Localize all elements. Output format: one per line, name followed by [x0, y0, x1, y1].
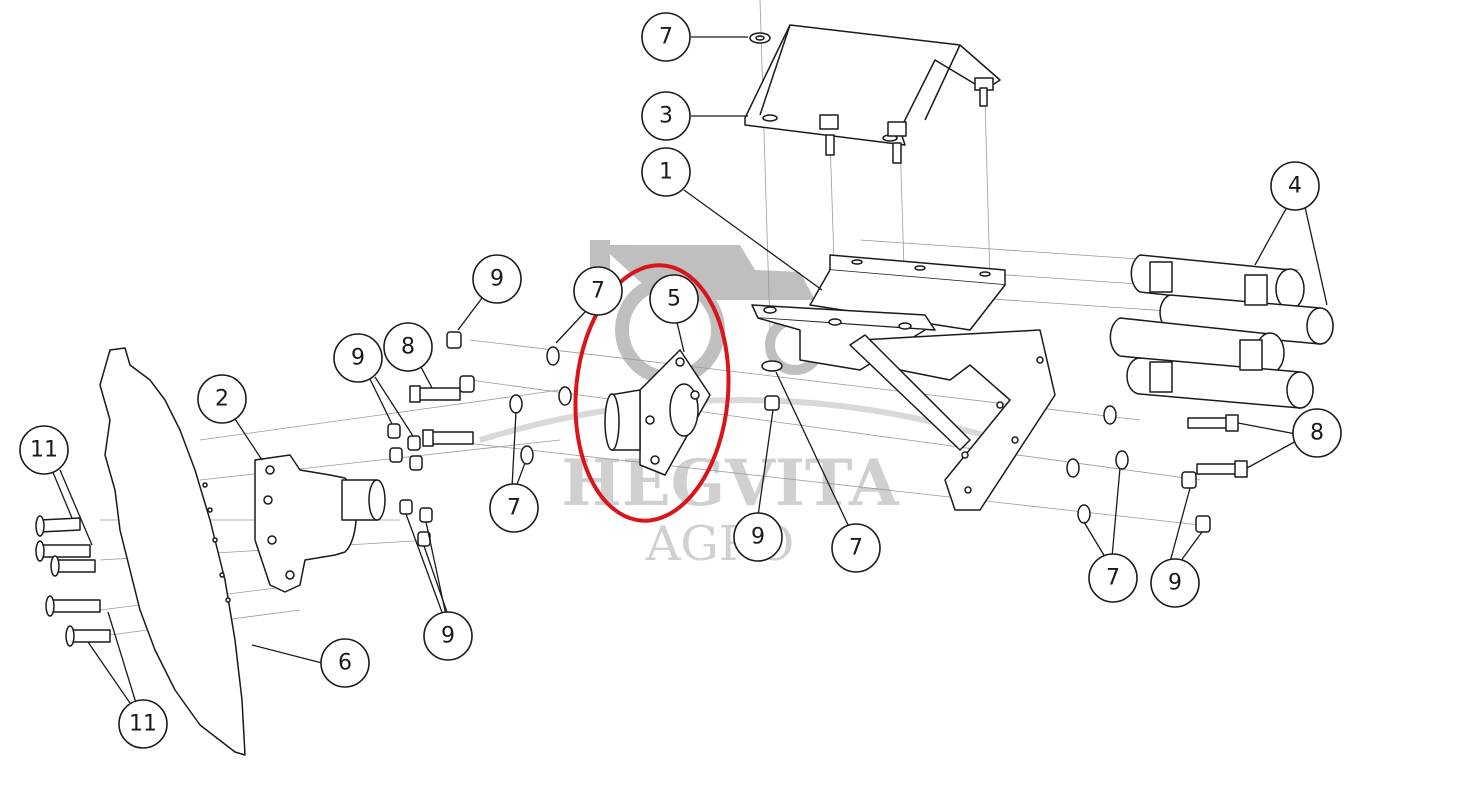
svg-text:7: 7	[849, 536, 863, 561]
callout-8-b: 8	[1292, 408, 1342, 458]
svg-text:7: 7	[507, 496, 521, 521]
watermark-swoosh	[479, 397, 1001, 443]
svg-text:1: 1	[659, 160, 673, 185]
svg-text:9: 9	[1168, 571, 1182, 596]
callout-9-c: 9	[733, 512, 783, 562]
svg-text:2: 2	[215, 387, 229, 412]
svg-text:9: 9	[441, 624, 455, 649]
callout-7-e: 7	[1088, 553, 1138, 603]
svg-text:4: 4	[1288, 174, 1302, 199]
callout-1: 1	[641, 147, 691, 197]
svg-text:11: 11	[30, 438, 58, 463]
watermark-line1: HEGVITA	[561, 446, 900, 521]
part-1-main-frame	[751, 254, 1056, 511]
svg-text:7: 7	[591, 279, 605, 304]
leader-lines	[51, 36, 1328, 704]
svg-text:9: 9	[351, 346, 365, 371]
callout-2: 2	[197, 374, 247, 424]
part-4-rollers	[1109, 254, 1334, 409]
part-5-bearing-flange	[604, 349, 711, 476]
svg-text:8: 8	[401, 335, 415, 360]
svg-text:6: 6	[338, 651, 352, 676]
callout-7-d: 7	[831, 523, 881, 573]
part-7-top-washer	[749, 32, 771, 44]
callout-11-b: 11	[118, 699, 168, 749]
callout-8-a: 8	[383, 322, 433, 372]
svg-text:11: 11	[129, 712, 157, 737]
svg-text:9: 9	[751, 525, 765, 550]
callout-7-c: 7	[489, 483, 539, 533]
svg-text:3: 3	[659, 104, 673, 129]
svg-text:5: 5	[667, 287, 681, 312]
svg-text:7: 7	[659, 25, 673, 50]
highlight-ellipse	[573, 263, 731, 523]
part-2-hub	[254, 454, 386, 593]
callout-9-e: 9	[423, 611, 473, 661]
callout-9-b: 9	[333, 333, 383, 383]
part-3-top-bracket	[744, 24, 1001, 164]
callout-6: 6	[320, 638, 370, 688]
callout-5: 5	[649, 274, 699, 324]
callout-11-a: 11	[19, 425, 69, 475]
callout-7-top: 7	[641, 12, 691, 62]
svg-text:8: 8	[1310, 421, 1324, 446]
svg-text:7: 7	[1106, 566, 1120, 591]
callout-7-b: 7	[573, 266, 623, 316]
part-8-bolts	[409, 385, 1248, 478]
callout-9-d: 9	[1150, 558, 1200, 608]
part-6-serrated-disc	[99, 347, 246, 756]
svg-text:9: 9	[490, 267, 504, 292]
part-11-bolts	[35, 515, 111, 647]
callout-3: 3	[641, 91, 691, 141]
callout-4: 4	[1270, 161, 1320, 211]
part-9-nuts	[387, 331, 1211, 547]
callout-9-a: 9	[472, 254, 522, 304]
